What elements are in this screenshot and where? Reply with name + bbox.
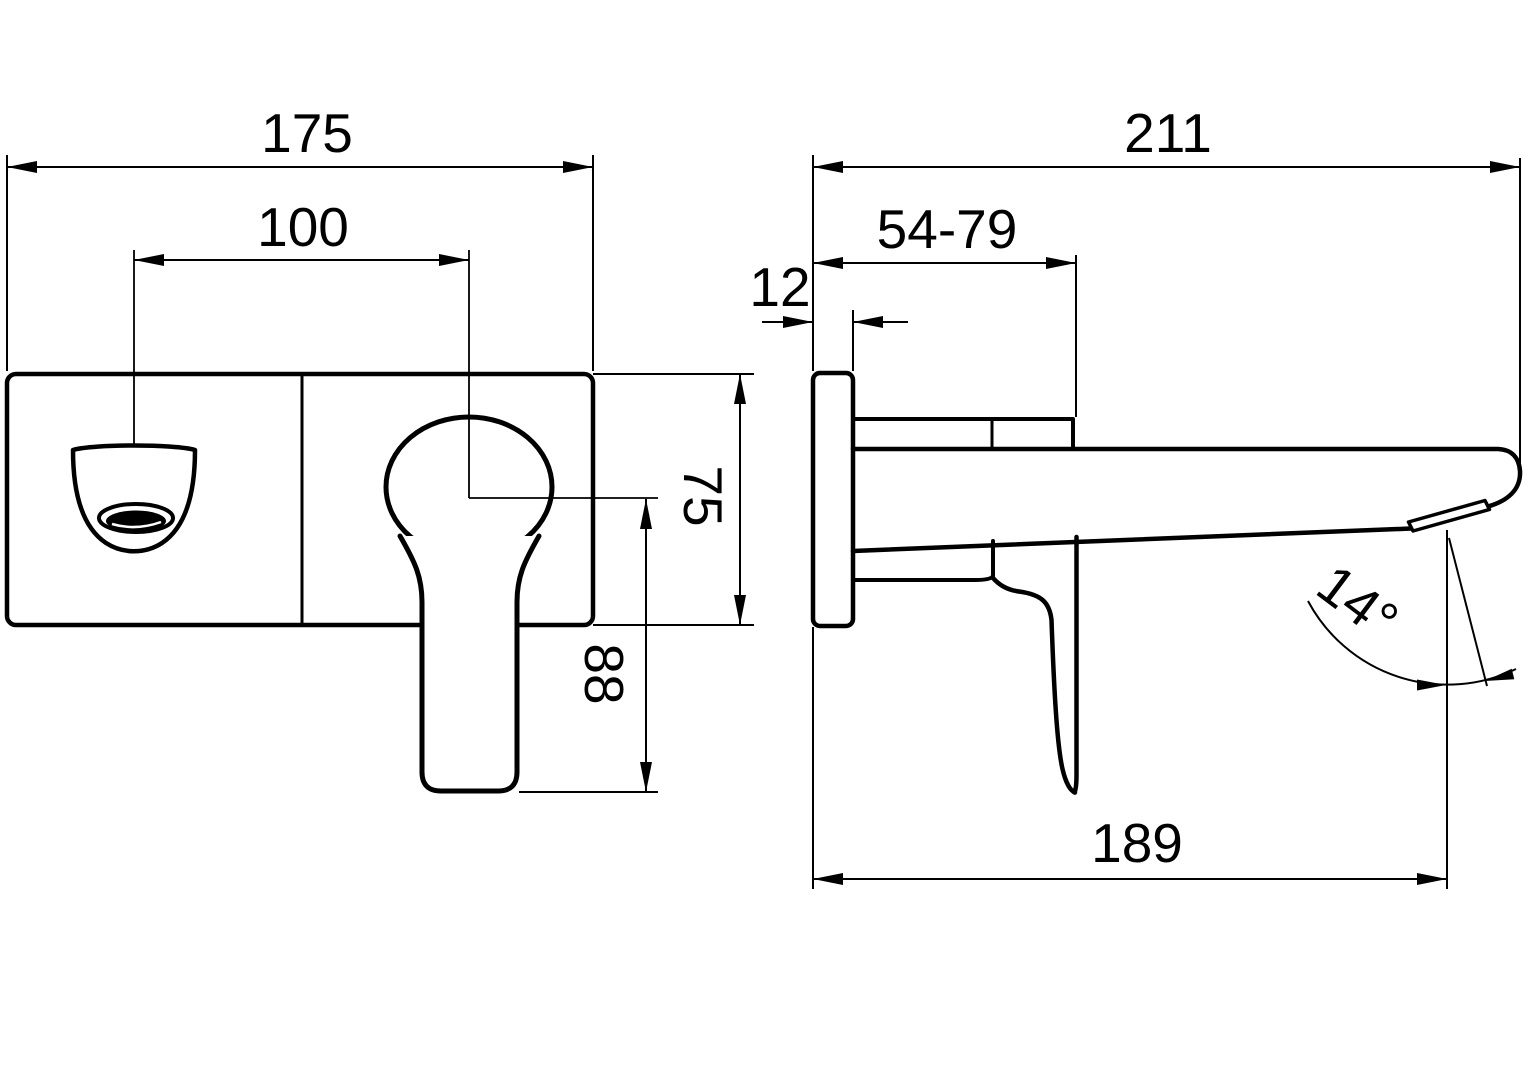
aerator-outlet [106, 510, 166, 532]
dim-handle-drop: 88 [573, 499, 652, 792]
wall-plate-side [810, 370, 856, 629]
handle-lever-fill [400, 536, 539, 791]
dim-hole-spacing: 100 [134, 196, 469, 266]
handle-lever-front [397, 533, 542, 794]
dim-label-189: 189 [1091, 812, 1183, 874]
dim-label-175: 175 [261, 102, 353, 164]
dim-spray-angle: 14° [1306, 537, 1517, 691]
dim-total-width: 175 [6, 102, 594, 371]
spout-front [70, 443, 198, 554]
spout-bottom-outline [850, 526, 1414, 554]
aerator-tip-side [1406, 498, 1492, 533]
dim-label-14deg: 14° [1306, 552, 1410, 652]
dim-label-100: 100 [257, 196, 349, 258]
front-view: 175 100 75 88 [4, 102, 754, 794]
handle-side-front-edge [990, 575, 1078, 795]
aerator-highlight [111, 520, 162, 529]
handle-side-back-edge [1072, 534, 1079, 795]
dim-label-75: 75 [672, 465, 734, 526]
dim-adjustment-range: 54-79 [813, 198, 1077, 417]
spout-top-outline [850, 446, 1523, 509]
dim-plate-thickness: 12 [749, 256, 908, 371]
dim-label-12: 12 [749, 256, 810, 318]
sleeve-upper-band [851, 417, 1075, 451]
dim-label-54-79: 54-79 [877, 198, 1018, 260]
angle-arc [1307, 600, 1517, 686]
side-view: 211 54-79 12 189 14° [749, 102, 1523, 889]
dim-plate-height: 75 [672, 374, 746, 625]
dim-total-depth: 211 [812, 102, 1521, 465]
angle-arrow-right [1485, 668, 1515, 681]
dim-spout-reach: 189 [812, 530, 1448, 889]
wall-plate-front [4, 371, 596, 628]
dim-label-211: 211 [1124, 102, 1212, 164]
angle-arrow-left [1417, 679, 1446, 691]
dim-label-88: 88 [573, 643, 635, 704]
angle-ray [1448, 537, 1488, 687]
